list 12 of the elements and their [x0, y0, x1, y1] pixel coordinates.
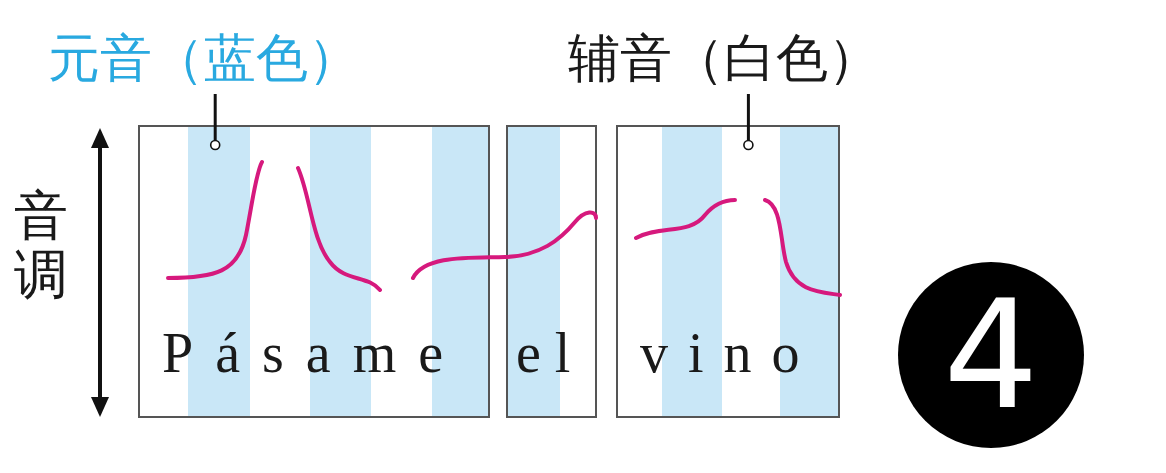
striped-word-panel — [138, 125, 490, 418]
consonant-heading: 辅音（白色） — [568, 26, 1008, 90]
leader-line — [209, 94, 221, 151]
leader-line — [743, 94, 754, 151]
vowel-heading: 元音（蓝色） — [48, 26, 488, 90]
striped-word-panel — [506, 125, 597, 418]
word-text: vino — [640, 323, 820, 383]
striped-word-panel — [616, 125, 840, 418]
step-number-circle: 4 — [898, 262, 1084, 448]
pitch-axis-label: 音调 — [14, 186, 68, 305]
word-text: el — [516, 323, 585, 383]
word-text: Pásame — [162, 323, 466, 383]
